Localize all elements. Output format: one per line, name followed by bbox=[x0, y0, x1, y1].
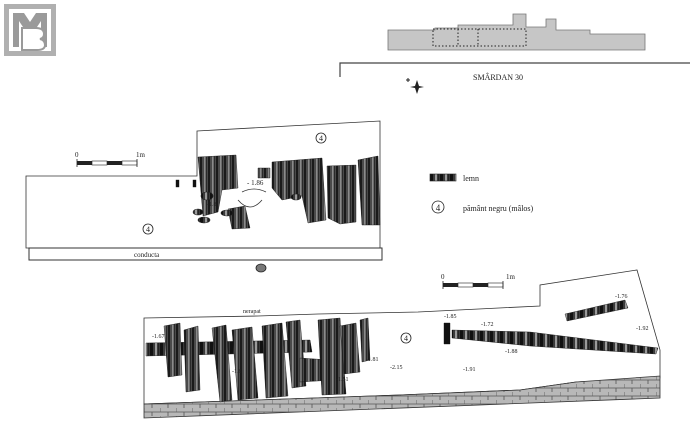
layer-marker: 4 bbox=[142, 223, 154, 235]
elevation-label: -1.8 bbox=[232, 369, 242, 375]
legend: lemn 4 pământ negru (mâlos) bbox=[429, 173, 534, 214]
elevation-label: -1.8 bbox=[207, 202, 217, 208]
elevation-label: -1.81 bbox=[366, 357, 379, 363]
elevation-label: - 1.86 bbox=[247, 179, 264, 187]
legend-wood-label: lemn bbox=[463, 174, 479, 183]
legend-layer-number: 4 bbox=[436, 203, 441, 213]
layer-marker: 4 bbox=[315, 132, 327, 144]
legend-layer-label: pământ negru (mâlos) bbox=[463, 204, 534, 213]
elevation-label: -1.85 bbox=[444, 314, 457, 320]
elevation-label: -1.67 bbox=[152, 334, 165, 340]
north-arrow-icon bbox=[406, 78, 424, 94]
scale-bar: 0 1m bbox=[441, 273, 516, 289]
wood-stumps-upper bbox=[192, 191, 302, 224]
elevation-label: -1.72 bbox=[481, 322, 494, 328]
layer-marker: 4 bbox=[400, 332, 412, 344]
elevation-label: -1.76 bbox=[615, 294, 628, 300]
conduit-label: conducta bbox=[134, 251, 160, 259]
elevation-label: -1.92 bbox=[636, 326, 649, 332]
logo-icon bbox=[4, 4, 56, 56]
wood-planks-upper bbox=[175, 154, 381, 230]
street-label: SMÂRDAN 30 bbox=[473, 72, 523, 82]
location-plan: SMÂRDAN 30 bbox=[339, 13, 690, 82]
conduit-pipe-section bbox=[255, 263, 267, 273]
svg-text:1m: 1m bbox=[506, 273, 516, 281]
svg-text:0: 0 bbox=[75, 151, 79, 159]
legend-wood-swatch bbox=[429, 173, 457, 182]
scale-bar: 0 1m bbox=[75, 151, 146, 167]
lower-plan: 4 nerapat -1.67 -1.8 -1.51 -1.81 -2.15 -… bbox=[143, 269, 661, 419]
svg-text:4: 4 bbox=[404, 334, 408, 343]
elevation-label: -2.15 bbox=[390, 365, 403, 371]
elevation-label: -1.91 bbox=[463, 367, 476, 373]
upper-plan: conducta - 1.86 -1.8 4 bbox=[25, 120, 383, 273]
curved-outline bbox=[237, 188, 267, 208]
elevation-label: -1.88 bbox=[505, 349, 518, 355]
elevation-label: -1.51 bbox=[336, 377, 349, 383]
brick-wall bbox=[143, 375, 661, 419]
svg-text:0: 0 bbox=[441, 273, 445, 281]
wood-planks-lower bbox=[145, 299, 659, 403]
svg-text:4: 4 bbox=[146, 225, 150, 234]
svg-text:4: 4 bbox=[319, 134, 323, 143]
svg-text:1m: 1m bbox=[136, 151, 146, 159]
unexcavated-label: nerapat bbox=[243, 309, 261, 315]
